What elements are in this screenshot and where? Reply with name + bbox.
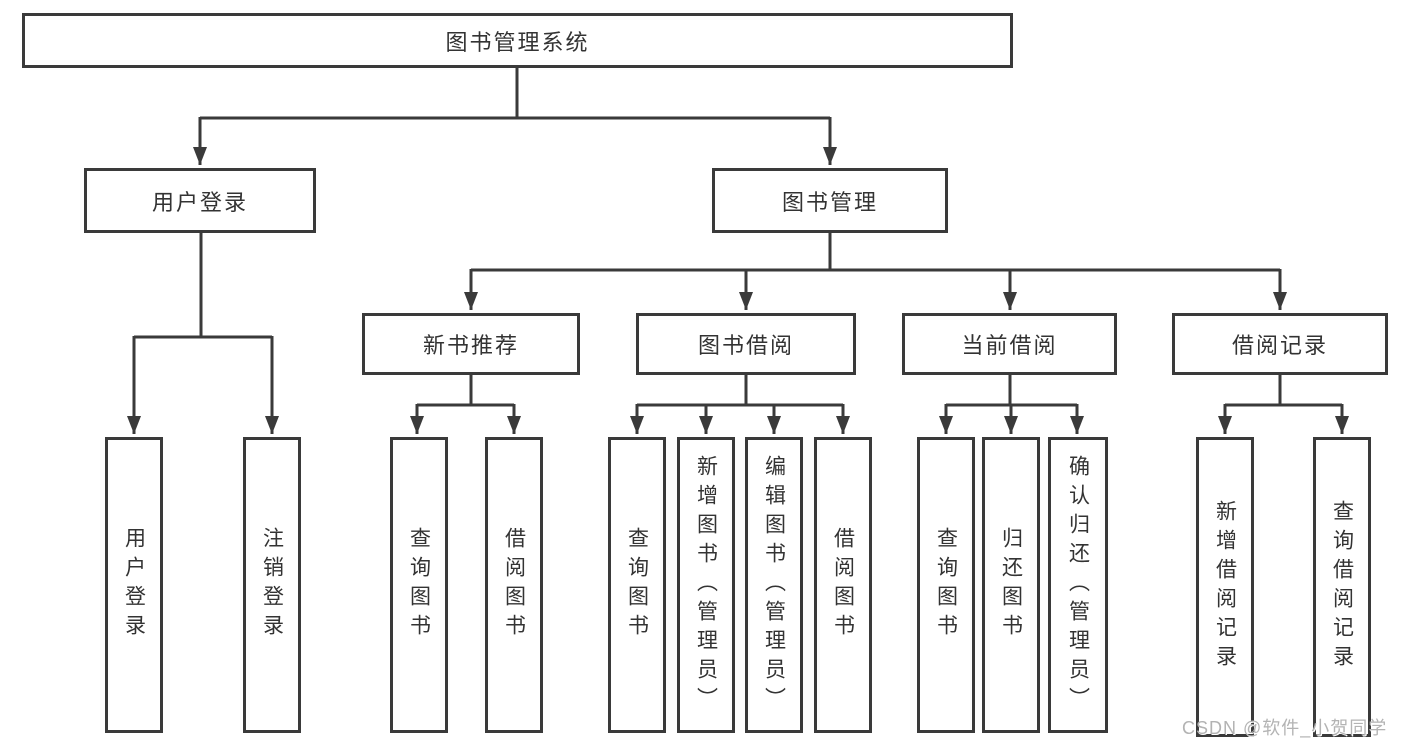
node-bb-add-book: 新增图书（管理员）	[677, 437, 735, 733]
node-ul-user-login-label: 用户登录	[122, 527, 146, 643]
node-root: 图书管理系统	[22, 13, 1013, 68]
node-bb-query-book-label: 查询图书	[625, 527, 649, 643]
node-new-book-rec: 新书推荐	[362, 313, 580, 375]
node-nb-query-book: 查询图书	[390, 437, 448, 733]
node-br-query-record: 查询借阅记录	[1313, 437, 1371, 737]
node-ul-user-login: 用户登录	[105, 437, 163, 733]
node-bb-edit-book: 编辑图书（管理员）	[745, 437, 803, 733]
node-borrow-records-label: 借阅记录	[1231, 333, 1328, 358]
node-cb-confirm-return-label: 确认归还（管理员）	[1066, 454, 1090, 716]
node-cb-query-book: 查询图书	[917, 437, 975, 733]
node-user-login-label: 用户登录	[151, 189, 248, 215]
node-bb-query-book: 查询图书	[608, 437, 666, 733]
node-book-mgmt: 图书管理	[712, 168, 948, 233]
node-cb-return-book: 归还图书	[982, 437, 1040, 733]
node-cb-return-book-label: 归还图书	[999, 527, 1023, 643]
node-ul-logout-label: 注销登录	[260, 527, 284, 643]
node-bb-borrow-book-label: 借阅图书	[831, 527, 855, 643]
node-br-add-record-label: 新增借阅记录	[1213, 500, 1237, 674]
node-current-borrow: 当前借阅	[902, 313, 1117, 375]
node-bb-edit-book-label: 编辑图书（管理员）	[762, 454, 786, 716]
node-nb-borrow-book: 借阅图书	[485, 437, 543, 733]
node-ul-logout: 注销登录	[243, 437, 301, 733]
node-br-query-record-label: 查询借阅记录	[1330, 500, 1354, 674]
csdn-watermark: CSDN @软件_小贺同学	[1182, 718, 1388, 738]
node-borrow-records: 借阅记录	[1172, 313, 1388, 375]
node-br-add-record: 新增借阅记录	[1196, 437, 1254, 737]
node-user-login: 用户登录	[84, 168, 316, 233]
node-bb-borrow-book: 借阅图书	[814, 437, 872, 733]
node-book-borrow-label: 图书借阅	[697, 333, 794, 358]
node-cb-query-book-label: 查询图书	[934, 527, 958, 643]
node-current-borrow-label: 当前借阅	[961, 333, 1058, 358]
node-bb-add-book-label: 新增图书（管理员）	[694, 454, 718, 716]
node-book-borrow: 图书借阅	[636, 313, 856, 375]
node-cb-confirm-return: 确认归还（管理员）	[1048, 437, 1108, 733]
node-book-mgmt-label: 图书管理	[781, 189, 878, 215]
node-nb-borrow-book-label: 借阅图书	[502, 527, 526, 643]
node-new-book-rec-label: 新书推荐	[422, 333, 519, 358]
node-root-label: 图书管理系统	[445, 29, 590, 55]
node-nb-query-book-label: 查询图书	[407, 527, 431, 643]
